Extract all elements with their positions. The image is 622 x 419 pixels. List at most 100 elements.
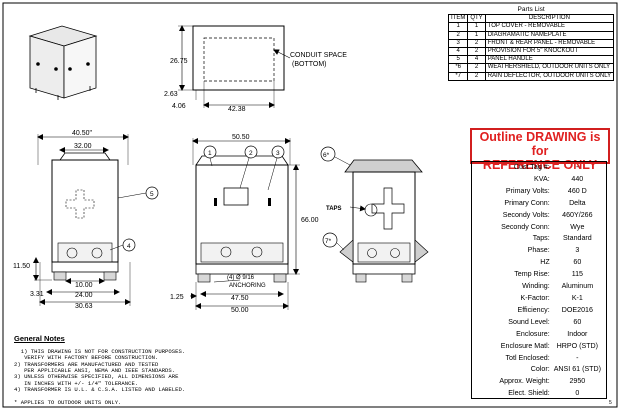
parts-list-header: ITEM QTY DESCRIPTION [447, 14, 615, 24]
spec-label: Efficiency: [517, 305, 550, 314]
cell-qty: 2 [467, 63, 486, 73]
spec-value: DOE2016 [561, 305, 593, 314]
sheet-number: 5 [609, 400, 612, 406]
spec-row: Efficiency: DOE2016 [475, 305, 601, 317]
conduit-space-outline [203, 37, 275, 82]
spec-label: HZ [540, 258, 550, 267]
spec-label: K-Factor: [520, 293, 550, 302]
side-top-outer-dim: 40.50" [72, 130, 93, 137]
callout-1: 1 [208, 150, 212, 157]
conduit-label-line1: CONDUIT SPACE [290, 52, 347, 59]
spec-row: KVA:440 [475, 174, 601, 186]
spec-value: Delta [569, 198, 586, 207]
conduit-label-line2: (BOTTOM) [292, 61, 326, 68]
side-view [33, 134, 159, 306]
side-base-height-dim: 11.50 [13, 263, 30, 270]
spec-row: Sound Level:60 [475, 317, 601, 329]
spec-value: 2950 [569, 377, 586, 386]
spec-label: Secondy Volts: [502, 210, 550, 219]
spec-row: Primary Volts:460 D [475, 186, 601, 198]
spec-label: Sound Level: [508, 317, 550, 326]
spec-row: Totl Enclosed: - [475, 353, 601, 365]
spec-value: HRPO (STD) [556, 341, 599, 350]
callout-5: 5 [150, 191, 154, 198]
spec-value: Aluminum [561, 282, 594, 291]
cell-qty: 2 [467, 38, 486, 48]
callout-3: 3 [276, 150, 280, 157]
cell-description: WEATHERSHIELD, OUTDOOR UNITS ONLY [484, 63, 615, 73]
spec-row: HZ 60 [475, 257, 601, 269]
cell-description: RAIN DEFLECTOR, OUTDOOR UNITS ONLY [484, 71, 615, 81]
front-width-dim: 50.50 [232, 134, 250, 141]
spec-value: 460 D [567, 186, 587, 195]
cell-description: DIAGRAMATIC NAMEPLATE [484, 30, 615, 40]
spec-row: Secondy Volts: 460Y/266 [475, 210, 601, 222]
spec-row: Enclosure Matl: HRPO (STD) [475, 341, 601, 353]
parts-list-title: Parts List [517, 6, 545, 14]
spec-value: - [576, 353, 579, 362]
spec-row: Elect. Shield: 0 [475, 388, 601, 400]
spec-value: ANSI 61 (STD) [553, 365, 601, 374]
header-qty: QTY [467, 14, 486, 24]
nameplate [223, 187, 249, 206]
weathershield [344, 159, 423, 173]
taps-label: TAPS [326, 206, 342, 212]
cell-description: FRONT & REAR PANEL - REMOVABLE [484, 38, 615, 48]
spec-label: Taps: [532, 234, 550, 243]
outdoor-view-labels: 6* 7* TAPS [323, 152, 342, 245]
cell-qty: 1 [467, 22, 486, 32]
anchoring-line2: ANCHORING [229, 283, 266, 289]
cell-item: *6 [447, 63, 469, 73]
spec-row: Phase: 3 [475, 245, 601, 257]
callout-2: 2 [249, 150, 253, 157]
spec-value: 115 [571, 270, 583, 279]
front-view-labels: 50.50 66.00 1.25 (4) Ø 9/16 ANCHORING 47… [170, 134, 319, 314]
top-height-dim: 26.75 [170, 58, 188, 65]
cell-qty: 4 [467, 55, 486, 65]
spec-label: Enclosure: [516, 329, 550, 338]
spec-value: - [576, 163, 579, 171]
spec-label: Secondy Conn: [501, 222, 550, 231]
top-width-dim: 42.38 [228, 106, 246, 113]
spec-value: 440 [571, 174, 584, 183]
spec-label: Elect. Shield: [508, 389, 550, 398]
cell-item: *7 [447, 71, 469, 81]
spec-value: Standard [562, 234, 592, 243]
spec-value: K-1 [571, 293, 583, 302]
spec-label: Enclosure Matl: [500, 341, 550, 350]
spec-box [471, 161, 607, 399]
side-total-depth-dim: 30.63 [75, 303, 93, 310]
reference-banner-line1: Outline DRAWING is for [479, 130, 601, 158]
callout-6: 6* [323, 152, 330, 159]
spec-value: Wye [570, 222, 585, 231]
side-foot-outer-dim: 24.00 [75, 292, 93, 299]
spec-row: Taps: Standard [475, 233, 601, 245]
general-notes: General Notes 1) THIS DRAWING IS NOT FOR… [14, 323, 264, 406]
spec-label: Color: [530, 365, 550, 374]
header-item: ITEM [447, 14, 469, 24]
callout-4: 4 [127, 243, 131, 250]
spec-value: 3 [575, 246, 580, 255]
spec-value: Indoor [567, 329, 588, 338]
spec-table: Cust Tag #:- KVA:440 Primary Volts:460 D… [475, 162, 601, 400]
cell-qty: 1 [467, 30, 486, 40]
spec-value: 60 [573, 258, 582, 267]
spec-value: 460Y/266 [562, 210, 593, 219]
callout-7: 7* [325, 238, 332, 245]
top-offset-v-dim: 2.63 [164, 91, 178, 98]
side-cutout [65, 189, 95, 219]
general-notes-title: General Notes [14, 333, 65, 343]
side-left-offset-dim: 3.31 [30, 291, 44, 298]
spec-label: Phase: [527, 246, 550, 255]
spec-value: 0 [575, 389, 580, 398]
spec-row: Winding: Aluminum [475, 281, 601, 293]
front-view [190, 138, 300, 310]
spec-label: Totl Enclosed: [505, 353, 550, 362]
header-description: DESCRIPTION [484, 14, 615, 24]
cell-item: 2 [447, 30, 469, 40]
spec-label: Winding: [522, 282, 550, 291]
